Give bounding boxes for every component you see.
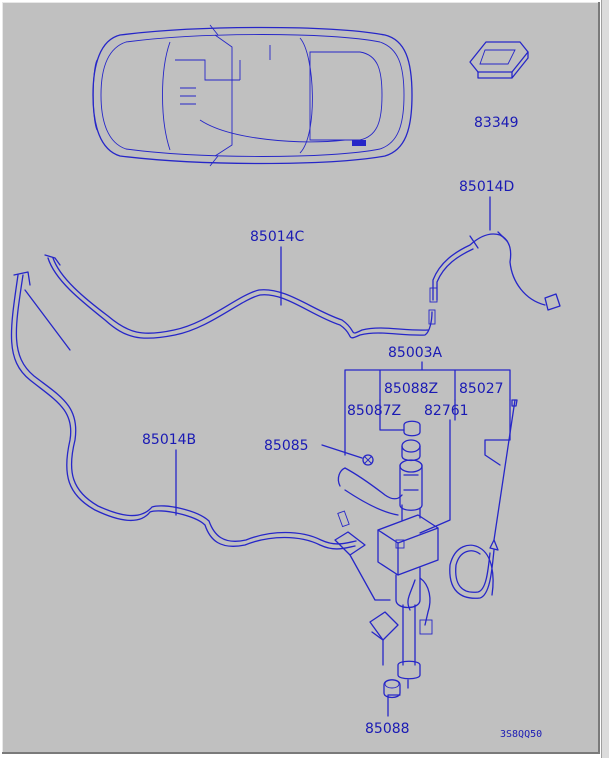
part-label-85027: 85027 (459, 381, 504, 397)
part-label-85014D: 85014D (459, 179, 514, 195)
part-85088-nut (383, 679, 401, 717)
part-85085-bolt (321, 444, 374, 466)
part-label-85014B: 85014B (142, 432, 196, 448)
part-85014C-harness (44, 246, 436, 339)
leader-82761 (419, 399, 456, 534)
part-85014B-harness (10, 271, 357, 550)
part-label-85085: 85085 (264, 438, 309, 454)
drawing-code: 3S8QQ50 (500, 729, 542, 740)
diagram-panel (2, 2, 600, 754)
part-label-85088: 85088 (365, 721, 410, 737)
part-label-83349: 83349 (474, 115, 519, 131)
car-top-view (92, 24, 413, 167)
part-85027-antenna-mast (449, 399, 518, 599)
part-label-85087Z: 85087Z (347, 403, 401, 419)
part-label-85014C: 85014C (250, 229, 305, 245)
part-83349-bracket (469, 41, 529, 79)
part-85014D-harness (429, 196, 561, 311)
scrollbar[interactable] (601, 0, 609, 758)
part-label-85003A: 85003A (388, 345, 443, 361)
antenna-motor-assembly (334, 399, 439, 689)
part-label-82761: 82761 (424, 403, 469, 419)
leader-85003A (344, 361, 511, 456)
part-label-85088Z: 85088Z (384, 381, 438, 397)
